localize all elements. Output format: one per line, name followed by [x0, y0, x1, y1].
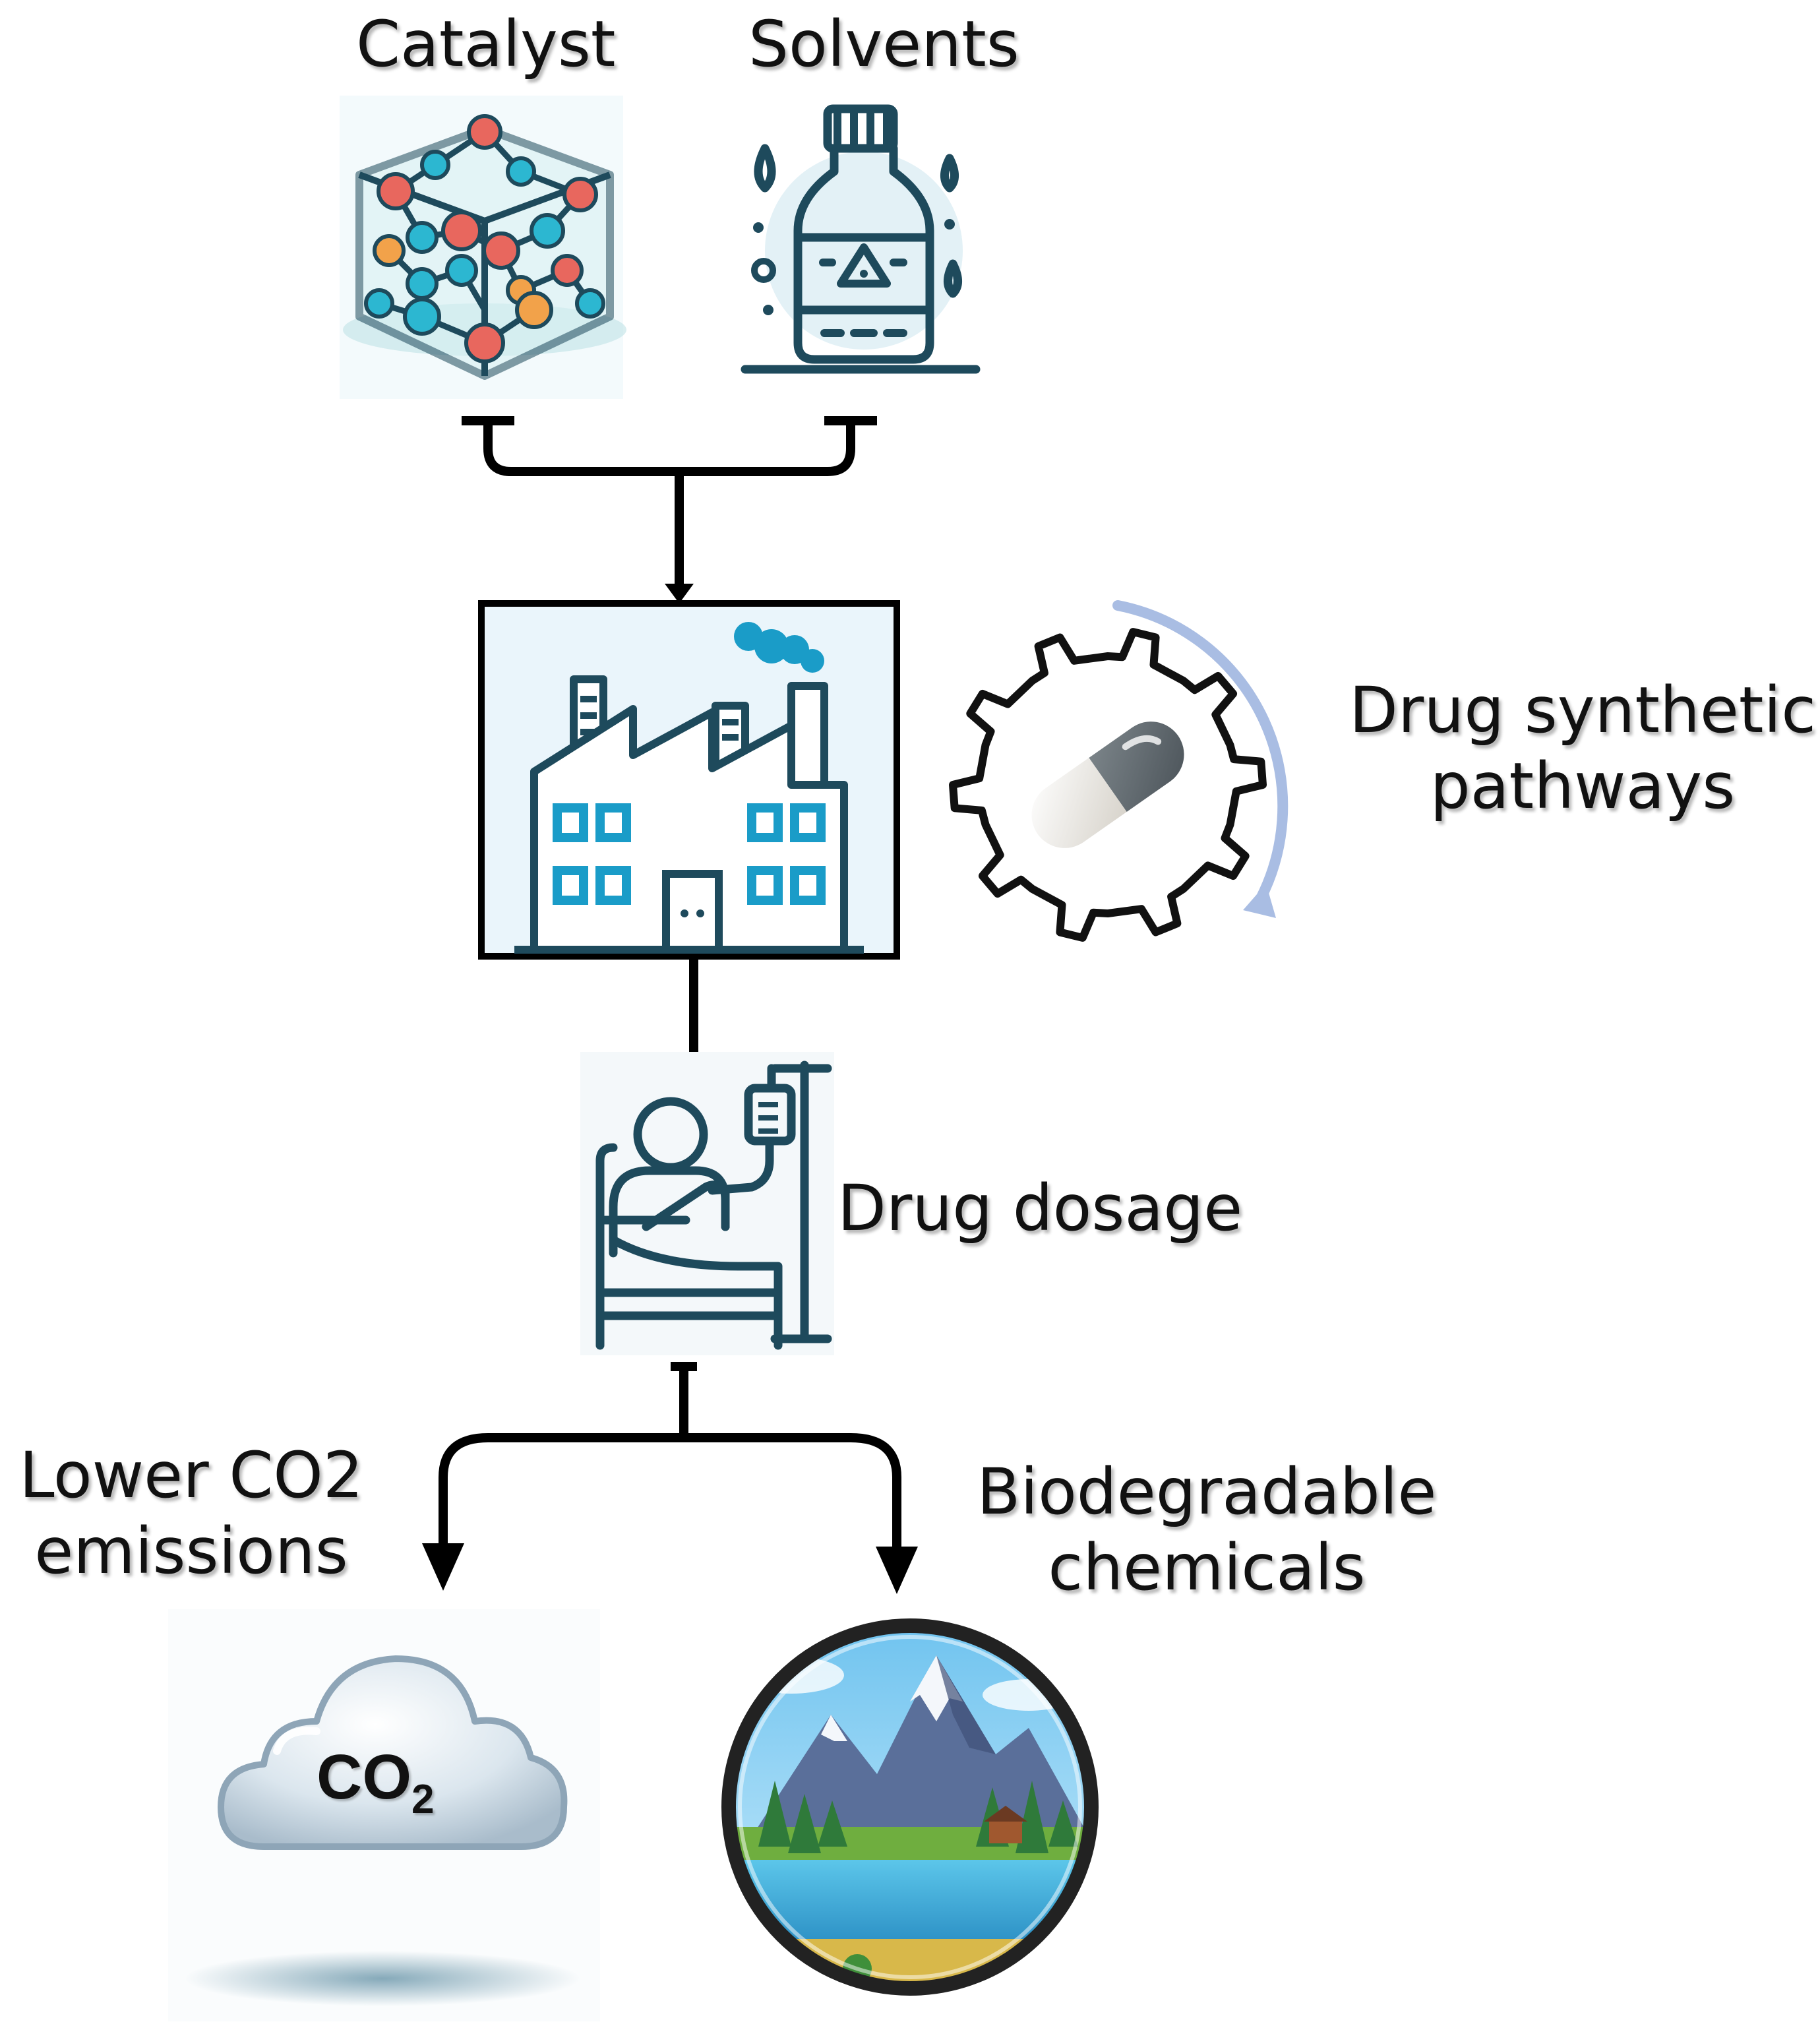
- label-synthetic-line2: pathways: [1430, 749, 1736, 824]
- patient-iv-bed-icon: [580, 1052, 834, 1355]
- merge-connector: [462, 416, 877, 587]
- label-solvents: Solvents: [748, 7, 1019, 81]
- label-synthetic-pathways: Drug synthetic pathways: [1345, 673, 1820, 824]
- solvent-bottle-icon: [741, 104, 981, 374]
- label-drug-dosage: Drug dosage: [837, 1171, 1243, 1245]
- crystal-lattice-icon: [340, 96, 626, 399]
- cloud-co2-text: CO2: [317, 1741, 434, 1822]
- label-co2-line2: emissions: [34, 1514, 348, 1589]
- cloud-co2-main: CO: [317, 1742, 411, 1812]
- label-bio-line2: chemicals: [1048, 1531, 1366, 1605]
- gear-capsule-icon: [949, 600, 1289, 942]
- co2-cloud-icon: [168, 1609, 600, 2021]
- label-bio-line1: Biodegradable: [977, 1455, 1437, 1529]
- arrow-head-factory: [665, 584, 694, 603]
- arrow-head-co2: [422, 1543, 464, 1591]
- factory-icon: [478, 600, 900, 960]
- mountain-lake-icon: [721, 1618, 1099, 1996]
- label-biodegradable: Biodegradable chemicals: [963, 1454, 1451, 1606]
- cloud-co2-subscript: 2: [411, 1777, 435, 1822]
- split-connector: [439, 1362, 901, 1550]
- label-co2-line1: Lower CO2: [19, 1438, 363, 1512]
- arrow-head-bio: [876, 1547, 918, 1594]
- label-synthetic-line1: Drug synthetic: [1349, 673, 1816, 747]
- label-lower-co2: Lower CO2 emissions: [13, 1438, 369, 1589]
- label-catalyst: Catalyst: [356, 7, 616, 81]
